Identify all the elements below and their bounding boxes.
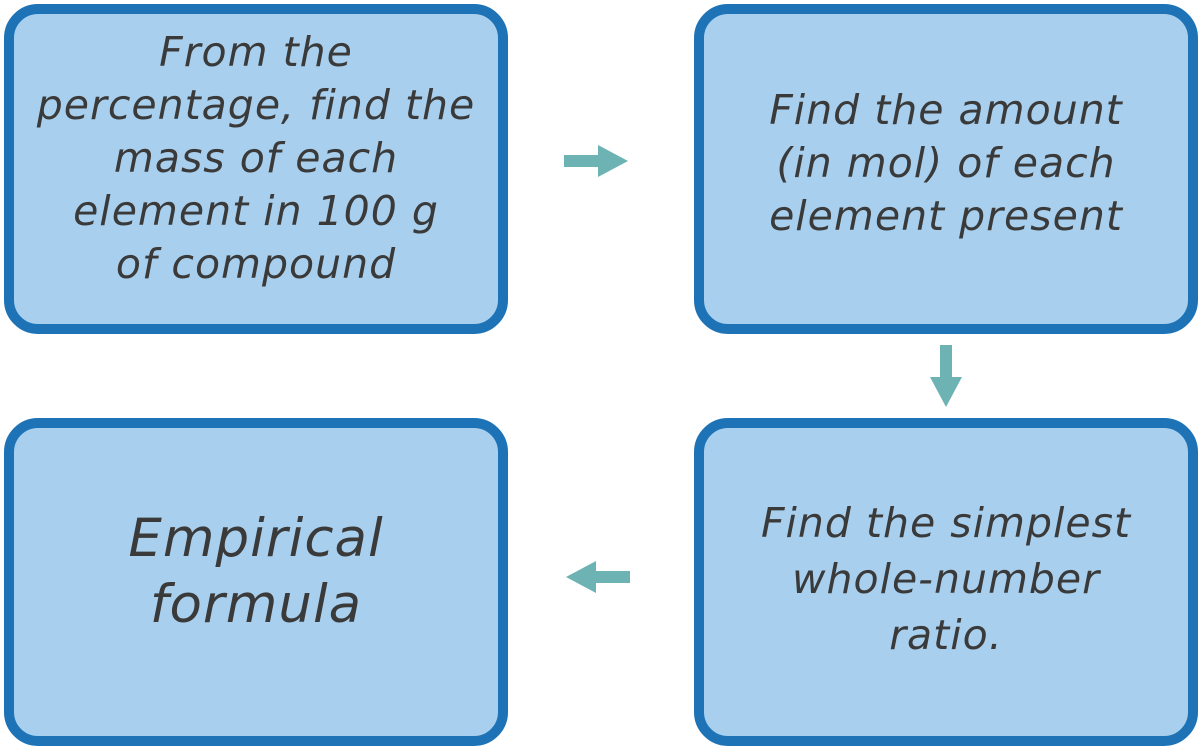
result-label: Empirical formula <box>128 508 384 635</box>
step-3-label: Find the simplest whole-number ratio. <box>760 499 1132 659</box>
result-box: Empirical formula <box>4 418 508 746</box>
arrow-left-icon <box>566 561 630 593</box>
step-3-box: Find the simplest whole-number ratio. <box>694 418 1198 746</box>
arrow-down-icon <box>930 345 962 407</box>
step-1-label: From the percentage, find the mass of ea… <box>36 27 476 288</box>
arrow-right-icon <box>564 145 628 177</box>
step-1-box: From the percentage, find the mass of ea… <box>4 4 508 334</box>
step-2-box: Find the amount (in mol) of each element… <box>694 4 1198 334</box>
step-2-label: Find the amount (in mol) of each element… <box>769 85 1123 240</box>
